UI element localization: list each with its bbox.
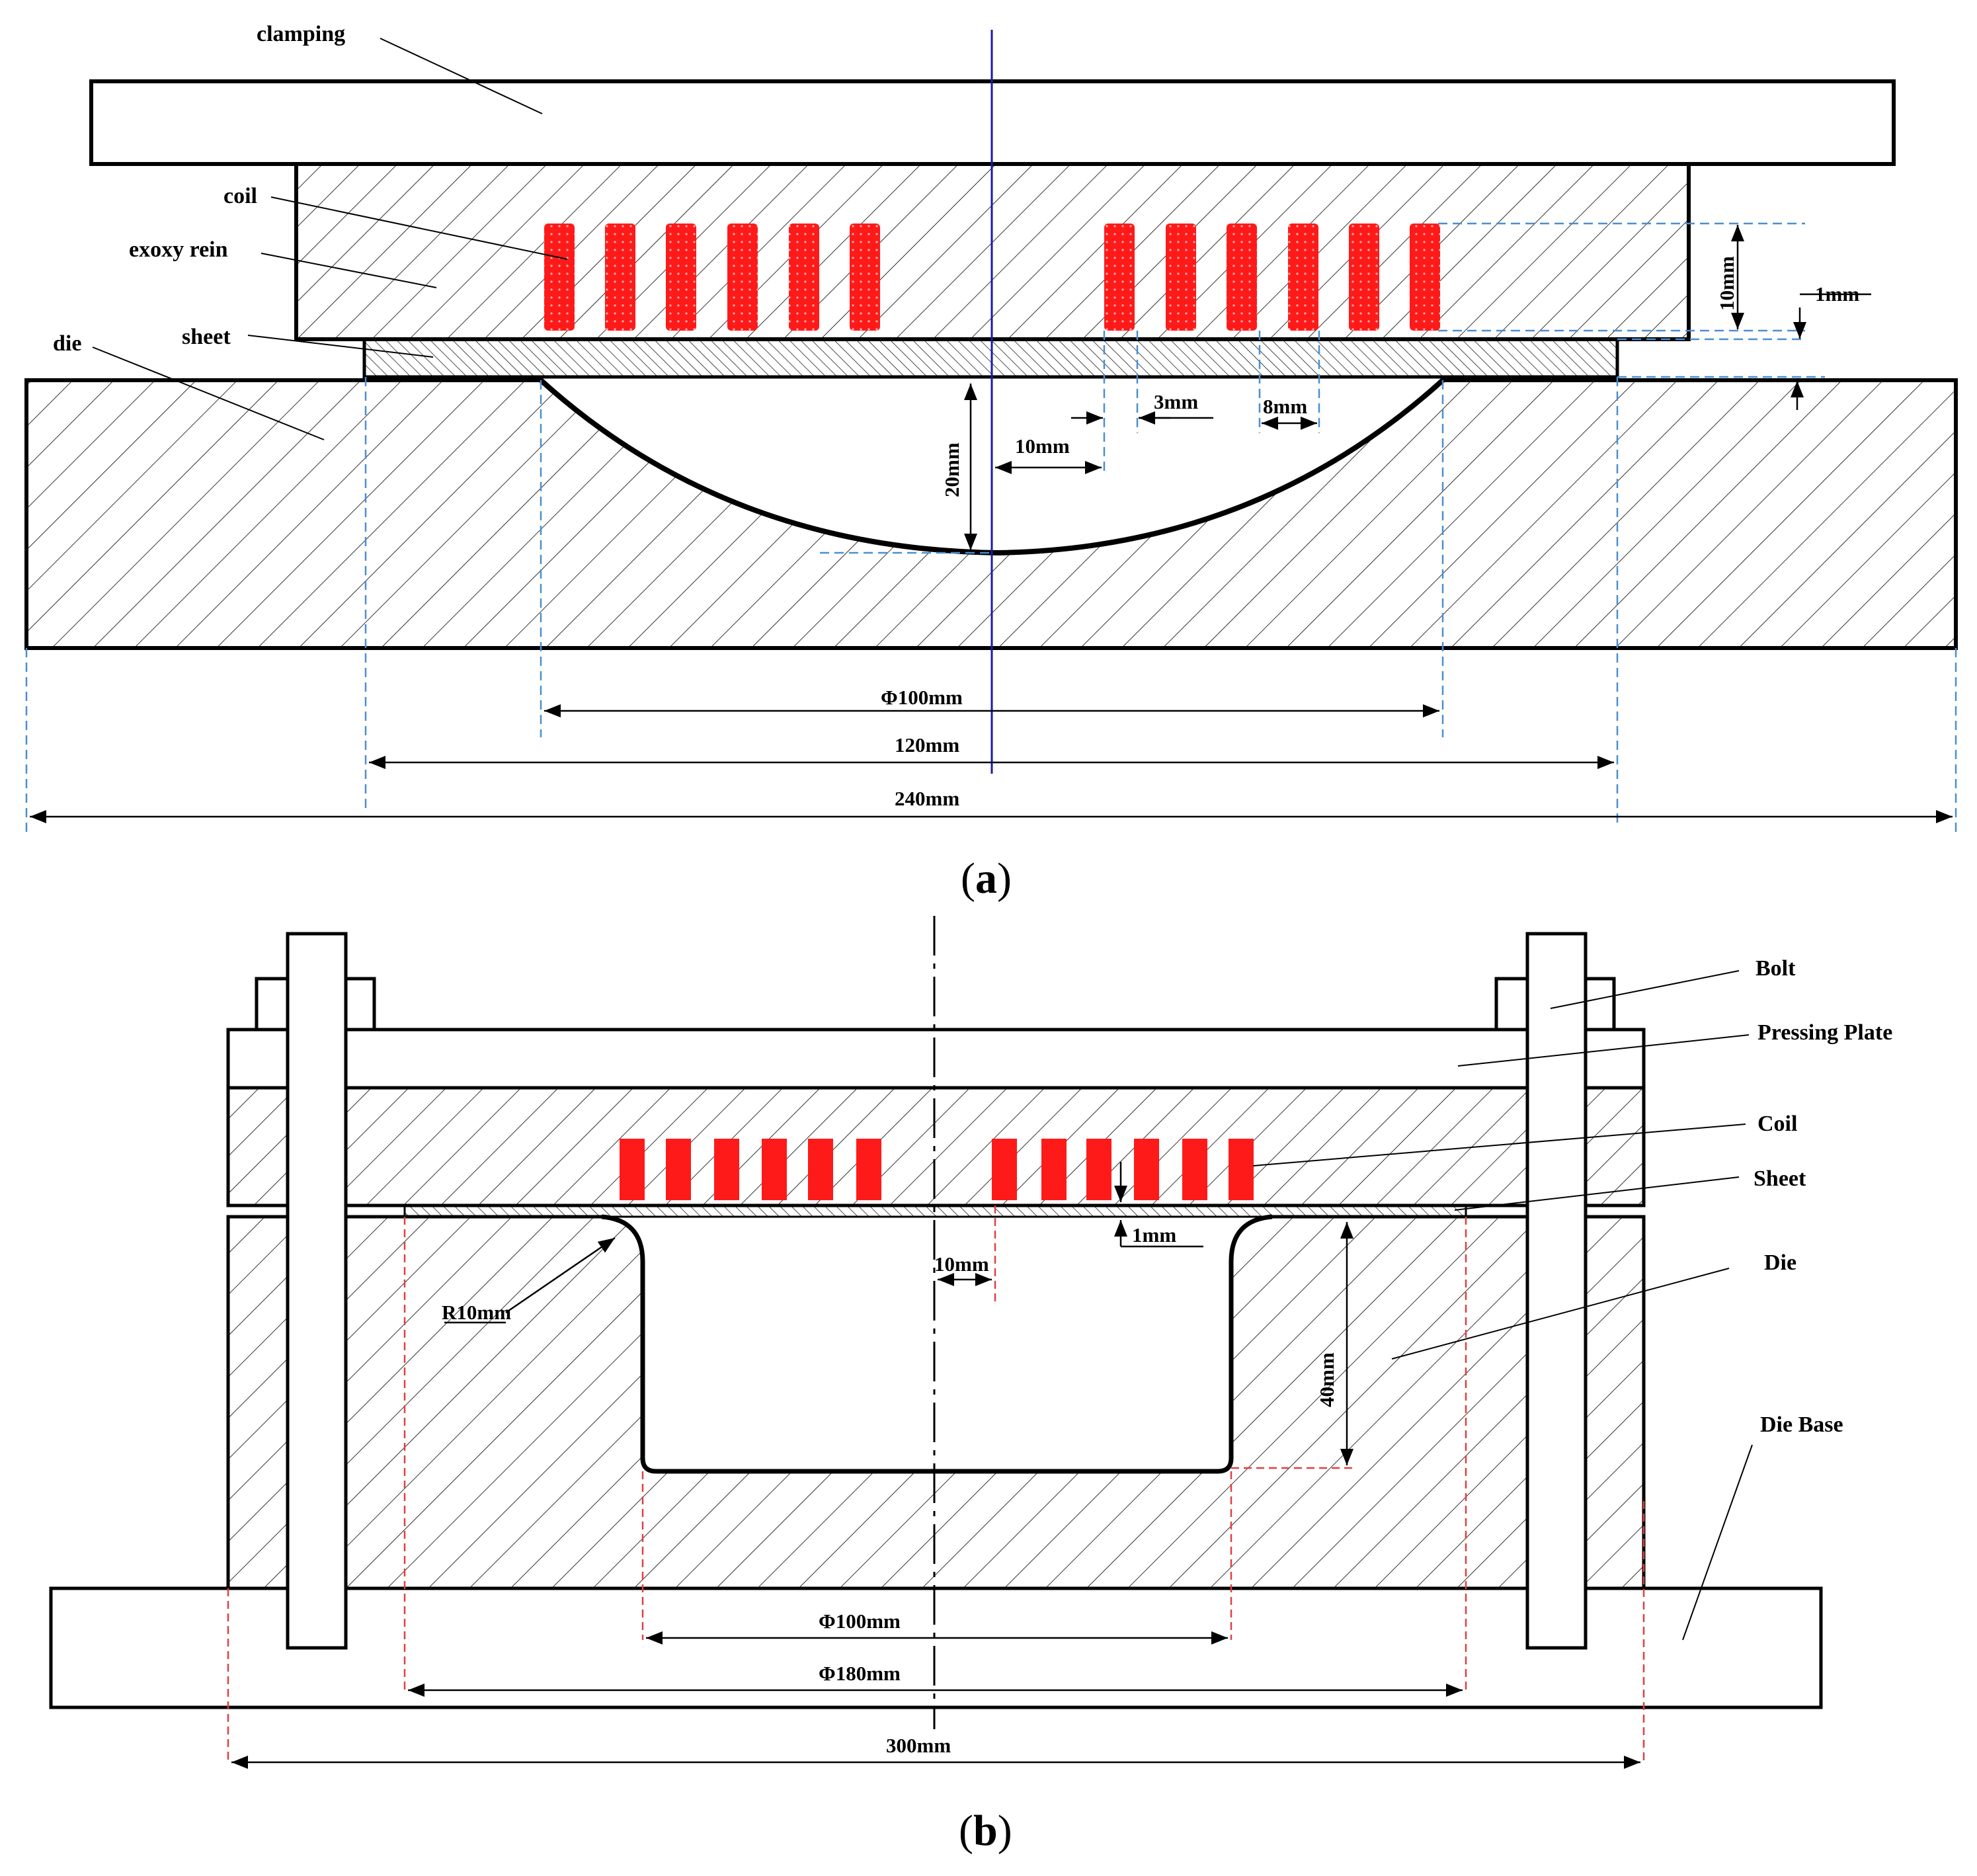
coil-turn-a-3	[666, 224, 696, 331]
panel-b: Bolt Pressing Plate Coil Sheet Die Die B…	[49, 916, 1892, 1855]
coil-group-b	[620, 1139, 1254, 1200]
coil-turn-b-12	[1229, 1139, 1254, 1200]
coil-turn-b-1	[620, 1139, 645, 1200]
coil-turn-a-7	[1104, 224, 1135, 331]
label-coil-a: coil	[223, 184, 257, 208]
leader-lines-a	[92, 38, 568, 440]
cavity-profile-a	[539, 378, 1445, 556]
dim-inner-offset-b: 10mm	[934, 1252, 989, 1276]
label-pressing-plate: Pressing Plate	[1757, 1020, 1892, 1045]
coil-turn-a-9	[1227, 224, 1257, 331]
coil-turn-b-11	[1182, 1139, 1207, 1200]
dim-gap-b: 1mm	[1132, 1223, 1176, 1246]
coil-turn-b-7	[992, 1139, 1017, 1200]
dimension-lines-b	[231, 1162, 1640, 1769]
coil-turn-b-3	[714, 1139, 739, 1200]
dim-cavity-dia-b: Φ100mm	[819, 1610, 901, 1633]
coil-turn-a-4	[727, 224, 758, 331]
coil-holder-b	[226, 1086, 1646, 1207]
coil-turn-b-8	[1041, 1139, 1067, 1200]
cavity-profile-b	[601, 1214, 1273, 1474]
leader-lines-b	[1252, 970, 1753, 1641]
dim-gap-a: 1mm	[1815, 282, 1859, 306]
coil-turn-b-2	[666, 1139, 691, 1200]
dim-depth-a: 20mm	[940, 442, 963, 497]
guide-lines-a	[25, 222, 1957, 836]
dim-coil-width: 8mm	[1263, 395, 1307, 418]
bolt-right	[1525, 932, 1588, 1650]
coil-turn-a-10	[1288, 224, 1318, 331]
coil-turn-a-5	[789, 224, 819, 331]
coil-turn-b-4	[762, 1139, 787, 1200]
dim-inner-offset-a: 10mm	[1015, 434, 1070, 458]
coil-turn-a-2	[605, 224, 635, 331]
coil-turn-b-5	[808, 1139, 833, 1200]
dim-sheet-dia-b: Φ180mm	[819, 1662, 901, 1685]
label-bolt: Bolt	[1755, 956, 1796, 981]
dim-die-width-a: 240mm	[895, 787, 959, 810]
panel-a: clamping coil exoxy rein sheet die 10mm …	[24, 22, 1958, 903]
coil-turn-a-12	[1410, 224, 1440, 331]
label-epoxy: exoxy rein	[129, 237, 228, 262]
guide-lines-b	[227, 1205, 1645, 1762]
dim-radius-b: R10mm	[442, 1301, 511, 1324]
label-coil-b: Coil	[1757, 1112, 1797, 1136]
caption-a: (a)	[961, 854, 1012, 903]
dim-base-width-b: 300mm	[886, 1734, 951, 1757]
coil-turn-a-1	[544, 224, 575, 331]
dim-sheet-width-a: 120mm	[895, 733, 959, 756]
coil-group-a	[544, 224, 1440, 331]
label-sheet-a: sheet	[182, 325, 231, 349]
dim-cavity-dia-a: Φ100mm	[881, 686, 963, 709]
dim-pitch: 3mm	[1154, 390, 1198, 413]
pressing-plate	[226, 1028, 1646, 1090]
label-die-b: Die	[1764, 1250, 1796, 1275]
label-clamping: clamping	[257, 22, 345, 46]
coil-turn-b-10	[1134, 1139, 1159, 1200]
dimension-lines-a	[30, 225, 1953, 823]
label-die-base: Die Base	[1760, 1412, 1843, 1437]
caption-b: (b)	[959, 1807, 1012, 1855]
coil-turn-a-6	[850, 224, 880, 331]
coil-turn-a-11	[1349, 224, 1379, 331]
dim-coil-height: 10mm	[1715, 256, 1738, 311]
coil-turn-b-6	[856, 1139, 881, 1200]
label-die-a: die	[53, 331, 81, 356]
coil-turn-a-8	[1166, 224, 1196, 331]
label-sheet-b: Sheet	[1754, 1166, 1806, 1191]
bolt-left	[286, 932, 348, 1650]
dim-depth-b: 40mm	[1315, 1352, 1338, 1407]
coil-turn-b-9	[1086, 1139, 1111, 1200]
